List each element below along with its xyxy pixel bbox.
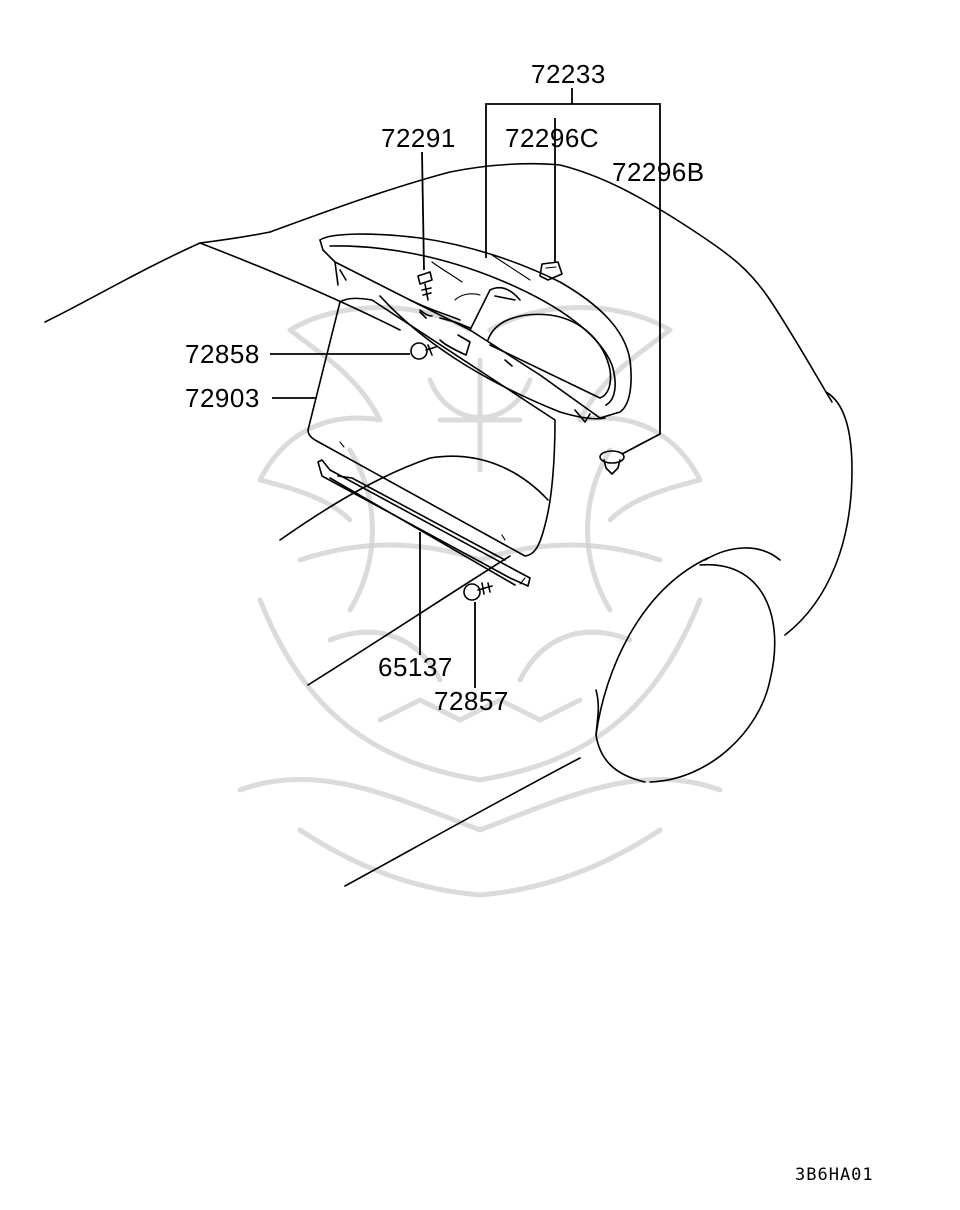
callout-72858: 72858 xyxy=(185,339,260,369)
clip-72296B-icon xyxy=(599,450,625,475)
clip-72858-icon xyxy=(410,342,437,360)
leader-lines xyxy=(270,88,661,688)
screw-72291-icon xyxy=(417,271,433,301)
package-tray-trim xyxy=(319,233,632,423)
samurai-helmet-watermark-icon xyxy=(237,305,723,898)
lower-trim-strip xyxy=(317,459,531,587)
callout-72857: 72857 xyxy=(434,686,509,716)
clip-72857-icon xyxy=(463,582,493,601)
clip-72296C-icon xyxy=(539,261,563,281)
callout-72296B: 72296B xyxy=(612,157,705,187)
callout-72296C: 72296C xyxy=(505,123,599,153)
callout-65137: 65137 xyxy=(378,652,453,682)
car-body-outline xyxy=(44,162,853,887)
callout-72291: 72291 xyxy=(381,123,456,153)
callout-72233: 72233 xyxy=(531,59,606,89)
callout-72903: 72903 xyxy=(185,383,260,413)
rear-window-glass xyxy=(307,297,556,557)
diagram-code: 3B6HA01 xyxy=(795,1165,874,1185)
